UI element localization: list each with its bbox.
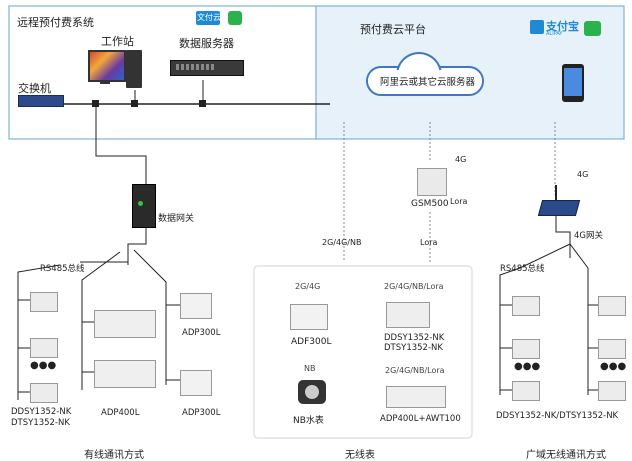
adp300l-meter-icon	[180, 293, 212, 319]
gsm-4g-label: 4G	[455, 155, 467, 164]
ddsy-meter-icon	[30, 338, 58, 358]
nb-water-meter-label: NB水表	[293, 416, 324, 426]
right-panel-title: 预付费云平台	[360, 23, 426, 36]
wired-section-label: 有线通讯方式	[84, 450, 144, 461]
wide-meter-icon	[598, 339, 626, 359]
wide-rs485-label: RS485总线	[500, 264, 545, 274]
gsm500-label: GSM500	[411, 199, 449, 209]
adp300l-bottom-label: ADP300L	[182, 408, 221, 418]
pc-tower-icon	[126, 50, 142, 88]
alipay-label: 支付宝	[546, 20, 579, 33]
nb-water-meter-icon	[298, 380, 326, 404]
router-4g-label: 4G	[577, 170, 589, 179]
adp400l-awt100-icon	[386, 386, 446, 408]
payment-cloud-logo-text: 文付云	[197, 13, 221, 22]
adf300-protocol: 2G/4G	[295, 282, 321, 291]
ddsy-meter-icon	[30, 292, 58, 312]
alipay-sub: ALIPAY	[546, 31, 563, 37]
lora-link-label: Lora	[420, 238, 438, 247]
ddsy-wireless-label-1: DDSY1352-NK	[384, 333, 445, 343]
ellipsis-dots: ●●●	[30, 360, 57, 371]
wireless-link-label: 2G/4G/NB	[322, 238, 362, 247]
gsm-lora-label: Lora	[450, 197, 468, 206]
switch-gateway-line	[95, 104, 147, 184]
rs485-bus-label: RS485总线	[40, 264, 85, 274]
wide-meter-label: DDSY1352-NK/DTSY1352-NK	[496, 411, 619, 421]
meter-label-ddsy: DDSY1352-NK	[11, 407, 72, 417]
ellipsis-dots: ●●●	[514, 361, 541, 372]
monitor-stand	[100, 80, 110, 84]
alipay-icon	[530, 20, 544, 34]
bus-node	[131, 100, 138, 107]
adp300l-top-label: ADP300L	[182, 328, 221, 338]
meter-label-dtsy: DTSY1352-NK	[11, 418, 70, 428]
4g-gateway-label: 4G网关	[574, 231, 603, 241]
ellipsis-dots: ●●●	[600, 361, 627, 372]
wide-meter-icon	[512, 381, 540, 401]
adp-wireless-protocol: 2G/4G/NB/Lora	[385, 366, 445, 375]
adf300l-label: ADF300L	[291, 337, 332, 347]
workstation-monitor-icon	[88, 50, 126, 82]
data-gateway-icon	[132, 184, 156, 228]
network-switch-icon	[18, 95, 64, 107]
gsm500-device-icon	[417, 168, 447, 196]
wide-meter-icon	[598, 296, 626, 316]
payment-cloud-logo	[196, 11, 220, 25]
ddsy-wireless-label-2: DTSY1352-NK	[384, 343, 443, 353]
workstation-label: 工作站	[101, 35, 134, 48]
adp400l-awt100-label: ADP400L+AWT100	[380, 414, 461, 424]
wechat-icon	[584, 21, 601, 36]
ddsy-wireless-meter-icon	[386, 302, 430, 328]
adp400l-label: ADP400L	[101, 408, 140, 418]
cloud-icon	[366, 52, 484, 96]
wide-area-section-label: 广域无线通讯方式	[526, 450, 606, 461]
bus-node	[92, 100, 99, 107]
wide-meter-icon	[598, 381, 626, 401]
server-label: 数据服务器	[179, 37, 234, 50]
left-panel-border	[8, 5, 317, 140]
wide-meter-icon	[512, 339, 540, 359]
gateway-label: 数据网关	[158, 214, 195, 224]
wide-meter-icon	[512, 296, 540, 316]
wireless-section-label: 无线表	[345, 450, 375, 461]
adp400l-meter-icon	[94, 360, 156, 388]
adp300l-meter-icon	[180, 370, 212, 396]
wechat-icon	[228, 11, 242, 25]
adp400l-meter-icon	[94, 310, 156, 338]
smartphone-icon	[562, 64, 584, 102]
switch-label: 交换机	[18, 82, 51, 95]
ddsy-meter-icon	[30, 383, 58, 403]
cloud-label: 阿里云或其它云服务器	[380, 77, 476, 88]
4g-router-icon	[537, 200, 581, 216]
ddsy-wireless-protocol: 2G/4G/NB/Lora	[384, 282, 444, 291]
adf300l-meter-icon	[290, 304, 328, 330]
left-panel-title: 远程预付费系统	[17, 16, 94, 29]
nb-protocol: NB	[304, 364, 316, 373]
router-antenna	[555, 185, 557, 200]
bus-node	[199, 100, 206, 107]
